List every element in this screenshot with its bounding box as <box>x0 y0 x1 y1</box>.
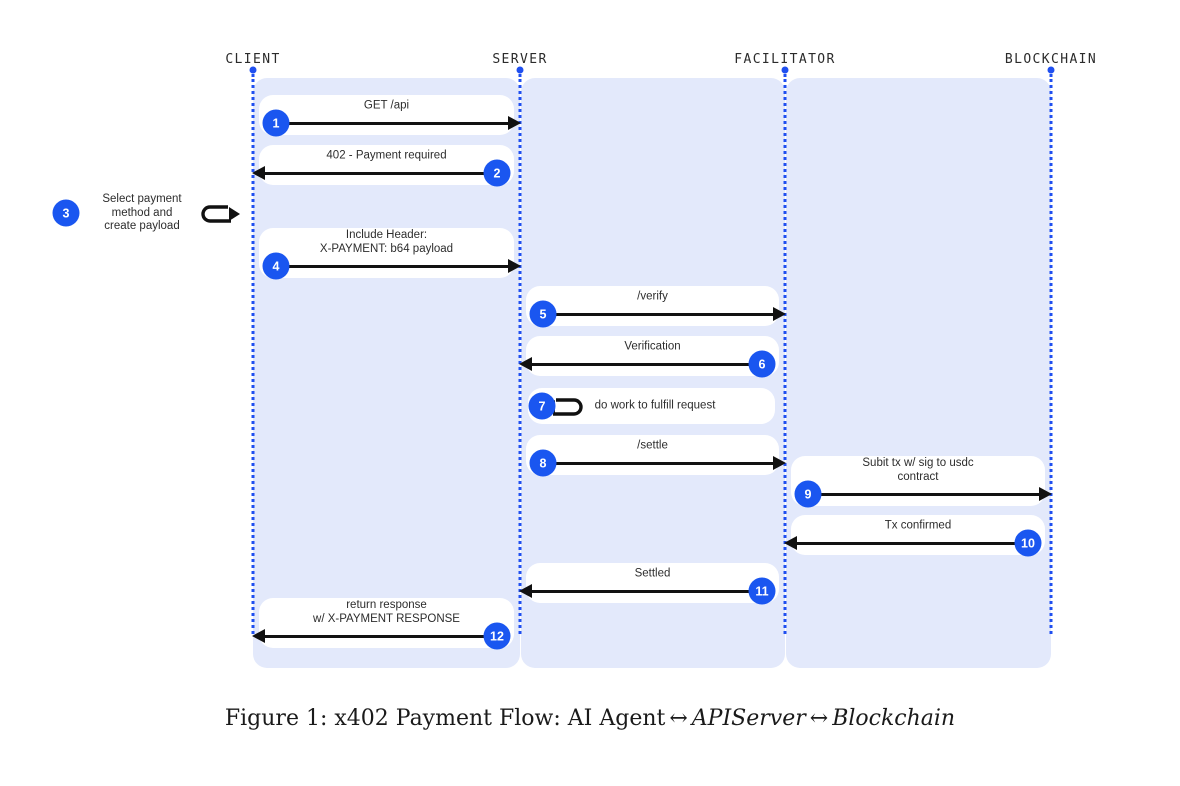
note-label-step-3: Select payment method and create payload <box>102 192 182 232</box>
step-badge-9[interactable]: 9 <box>794 480 822 508</box>
message-label-step-4: Include Header: X-PAYMENT: b64 payload <box>319 229 454 255</box>
caption-italic-blockchain: Blockchain <box>832 706 956 731</box>
caption-italic-apiserver: APIServer <box>691 706 806 731</box>
message-line-step-8 <box>543 461 775 465</box>
message-label-step-12: return response w/ X-PAYMENT RESPONSE <box>313 599 460 625</box>
message-label-step-5: /verify <box>637 290 668 303</box>
step-badge-4[interactable]: 4 <box>262 252 290 280</box>
message-line-step-12 <box>263 634 497 638</box>
arrow-head-step-5 <box>773 307 786 321</box>
arrow-head-step-4 <box>508 259 521 273</box>
step-badge-11[interactable]: 11 <box>748 577 776 605</box>
self-loop-arrow-step-3 <box>201 205 240 223</box>
step-badge-1[interactable]: 1 <box>262 109 290 137</box>
message-line-step-2 <box>263 171 497 175</box>
step-badge-2[interactable]: 2 <box>483 159 511 187</box>
caption-arrow-1: ↔ <box>669 706 688 731</box>
arrow-head-step-12 <box>252 629 265 643</box>
lifeline-client <box>251 74 258 634</box>
lane-header-client: CLIENT <box>225 52 281 67</box>
step-badge-10[interactable]: 10 <box>1014 529 1042 557</box>
arrow-head-step-2 <box>252 166 265 180</box>
message-box-step-10 <box>791 515 1045 555</box>
message-line-step-11 <box>530 589 762 593</box>
message-box-step-6 <box>526 336 779 376</box>
lifeline-dot-blockchain <box>1047 66 1055 74</box>
arrow-head-step-6 <box>519 357 532 371</box>
arrow-head-step-10 <box>784 536 797 550</box>
message-box-step-1 <box>259 95 514 135</box>
lane-header-facilitator: FACILITATOR <box>734 52 836 67</box>
note-label-step-7: do work to fulfill request <box>594 399 716 412</box>
lane-header-blockchain: BLOCKCHAIN <box>1004 52 1098 67</box>
lifeline-blockchain <box>1049 74 1056 634</box>
lifeline-dot-facilitator <box>781 66 789 74</box>
message-label-step-6: Verification <box>624 340 681 353</box>
note-box-step-3 <box>48 190 244 236</box>
message-label-step-9: Subit tx w/ sig to usdc contract <box>862 457 974 483</box>
message-box-step-9 <box>791 456 1045 506</box>
figure-caption: Figure 1: x402 Payment Flow: AI Agent↔AP… <box>0 706 1180 731</box>
message-box-step-8 <box>526 435 779 475</box>
message-box-step-11 <box>526 563 779 603</box>
step-badge-3[interactable]: 3 <box>52 199 80 227</box>
arrow-head-step-9 <box>1039 487 1052 501</box>
lifeline-dot-server <box>516 66 524 74</box>
message-label-step-10: Tx confirmed <box>884 519 952 532</box>
message-line-step-6 <box>530 362 762 366</box>
message-box-step-5 <box>526 286 779 326</box>
arrow-head-step-8 <box>773 456 786 470</box>
step-badge-7[interactable]: 7 <box>528 392 556 420</box>
message-label-step-2: 402 - Payment required <box>326 149 447 162</box>
message-line-step-10 <box>795 541 1028 545</box>
caption-prefix: Figure 1: x402 Payment Flow: AI Agent <box>224 706 666 731</box>
message-line-step-4 <box>276 264 510 268</box>
message-box-step-4 <box>259 228 514 278</box>
message-label-step-1: GET /api <box>363 99 410 112</box>
message-line-step-9 <box>808 492 1041 496</box>
message-line-step-5 <box>543 312 775 316</box>
message-box-step-12 <box>259 598 514 648</box>
lifeline-dot-client <box>249 66 257 74</box>
message-box-step-2 <box>259 145 514 185</box>
step-badge-5[interactable]: 5 <box>529 300 557 328</box>
lifeline-server <box>518 74 525 634</box>
caption-arrow-2: ↔ <box>809 706 829 731</box>
message-label-step-11: Settled <box>634 567 671 580</box>
lane-background-facilitator-blockchain <box>786 78 1051 668</box>
message-label-step-8: /settle <box>637 439 668 452</box>
lifeline-facilitator <box>783 74 790 634</box>
lane-header-server: SERVER <box>492 52 548 67</box>
step-badge-12[interactable]: 12 <box>483 622 511 650</box>
arrow-head-step-11 <box>519 584 532 598</box>
arrow-head-step-1 <box>508 116 521 130</box>
step-badge-6[interactable]: 6 <box>748 350 776 378</box>
note-box-step-7 <box>528 388 775 424</box>
message-line-step-1 <box>276 121 510 125</box>
step-badge-8[interactable]: 8 <box>529 449 557 477</box>
